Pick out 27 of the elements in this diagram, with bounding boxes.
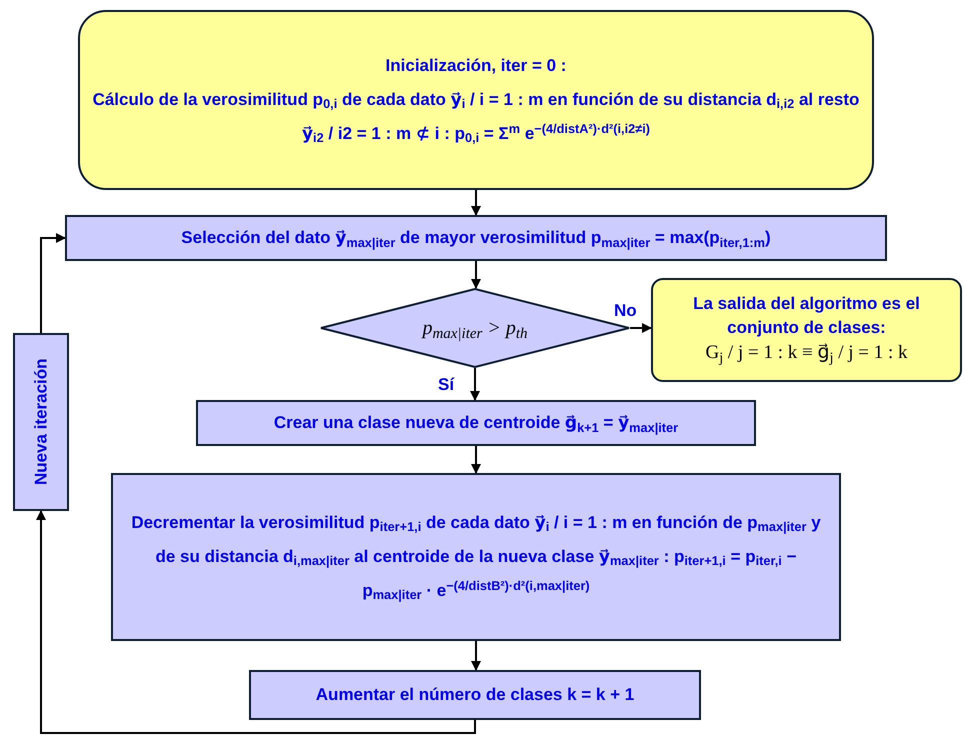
process-box — [78, 10, 874, 190]
step-heading: Inicialización, iter = 0 : — [386, 55, 566, 77]
output-box — [651, 278, 962, 382]
process-box — [249, 670, 701, 720]
arrow — [471, 190, 481, 216]
step-text: Nueva iteración — [30, 358, 52, 486]
condition-text: p$_{max|iter}$ > p$_{th}$ — [422, 316, 528, 343]
arrow — [471, 446, 481, 474]
loop-box — [13, 333, 69, 511]
arrow — [630, 323, 652, 333]
step-text: La salida del algoritmo es el conjunto de clases: — [692, 293, 921, 339]
step-text: Aumentar el número de clases k = k + 1 — [316, 684, 634, 706]
arrow — [36, 510, 476, 734]
step-text: Cálculo de la verosimilitud p$_{0,i}$ de cada dato y⃗$_{i}$ / i = 1 : m en función de su distancia d$_{i,i2}$ al resto y⃗$_{i2}$ / i2 = 1 : m ⊄ i : p$_{0,i}$ = Σ$^{m}$ e$^{−(4/distA²)·d²(i,i2≠i)}$ — [92, 89, 860, 148]
step-text: Decrementar la verosimilitud p$_{iter+1,i}$ de cada dato y⃗$_{i}$ / i = 1 : m en función de p$_{max|iter}$ y de su distancia d$_{i,max|iter}$ al centroide de la nueva clase y⃗$_{max|iter}$ : p$_{iter+1,i}$ = p$_{iter,i}$ − p$_{max|iter}$ · e$^{−(4/distB²)·d²(i,max|iter)}$ — [130, 512, 822, 604]
process-box — [111, 473, 841, 641]
formula: G$_{j}$ / j = 1 : k ≡ g⃗$_{j}$ / j = 1 : k — [705, 341, 908, 368]
arrow — [471, 641, 481, 671]
step-text: Selección del dato y⃗$_{max|iter}$ de mayor verosimilitud p$_{max|iter}$ = max(p$_{iter,1:m}$) — [181, 227, 771, 250]
edge-label: No — [612, 302, 639, 319]
step-text: Crear una clase nueva de centroide g⃗$_{k+1}$ = y⃗$_{max|iter}$ — [274, 412, 678, 435]
arrow — [40, 233, 66, 333]
arrow — [471, 261, 481, 289]
arrow — [470, 368, 480, 401]
edge-label: Sí — [436, 376, 456, 393]
process-box — [196, 400, 756, 446]
process-box — [65, 215, 887, 261]
